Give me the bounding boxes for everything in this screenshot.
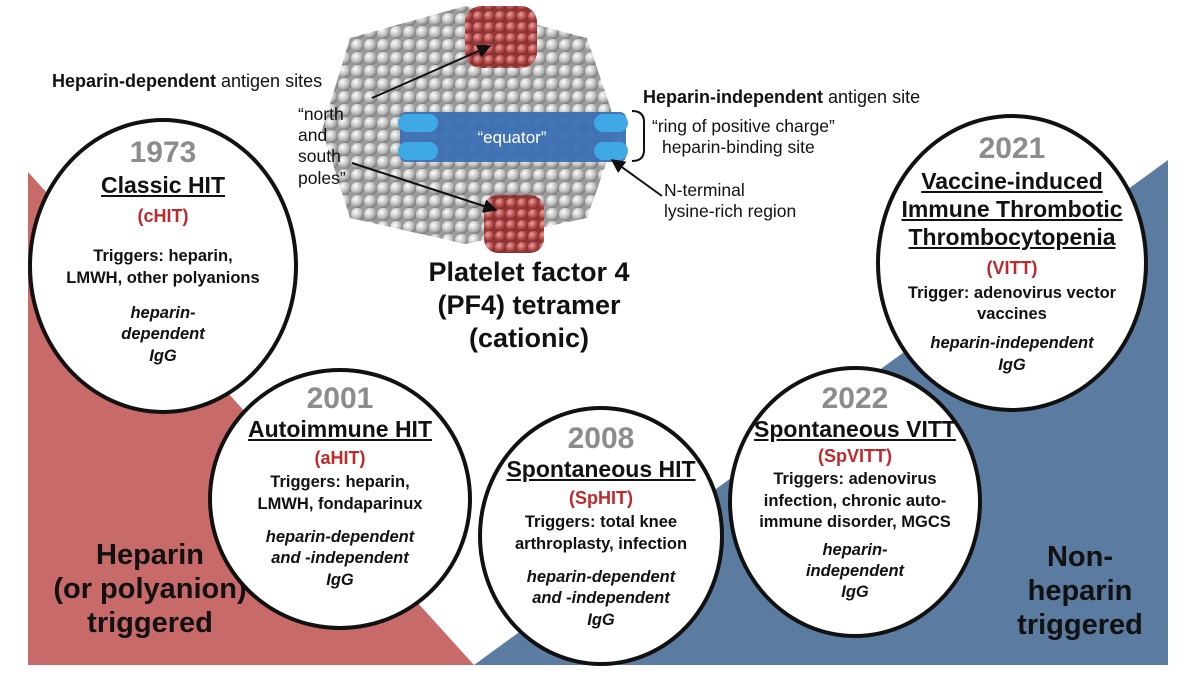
igg-type: heparin- dependent IgG — [121, 304, 205, 365]
year-label: 1973 — [129, 136, 197, 169]
site-right-top — [594, 114, 628, 132]
igg-type: heparin-dependent and -independent IgG — [526, 568, 676, 629]
igg-type: heparin-independent IgG — [930, 334, 1094, 374]
disease-title: Vaccine-induced Immune Thrombotic Thromb… — [901, 168, 1123, 251]
igg-type: heparin-dependent and -independent IgG — [265, 528, 415, 589]
vitt-circle: 2021 Vaccine-induced Immune Thrombotic T… — [876, 114, 1148, 412]
disease-abbreviation: (aHIT) — [314, 448, 366, 469]
year-label: 2001 — [306, 382, 374, 415]
ring-bracket — [631, 110, 645, 162]
disease-abbreviation: (SpVITT) — [818, 446, 892, 467]
spontaneous-vitt-circle: 2022 Spontaneous VITT (SpVITT) Triggers:… — [728, 366, 982, 638]
disease-title: Autoimmune HIT — [248, 416, 432, 442]
equator-label: “equator” — [478, 128, 547, 147]
disease-abbreviation: (cHIT) — [137, 206, 189, 227]
disease-title: Spontaneous VITT — [754, 416, 956, 442]
disease-abbreviation: (VITT) — [986, 258, 1038, 279]
disease-abbreviation: (SpHIT) — [569, 488, 633, 509]
site-right-bottom — [594, 142, 628, 160]
year-label: 2022 — [821, 382, 889, 415]
poles-label: “north and south poles” — [298, 104, 346, 188]
pf4-tetramer: “equator” — [322, 6, 628, 253]
trigger-text: Triggers: total knee arthroplasty, infec… — [514, 513, 688, 553]
year-label: 2021 — [978, 132, 1046, 165]
arrow-to-south-pole — [351, 162, 498, 213]
year-label: 2008 — [567, 422, 635, 455]
heparin-triggered-label: Heparin (or polyanion) triggered — [53, 539, 247, 640]
site-left-top — [398, 114, 438, 132]
trigger-text: Trigger: adenovirus vector vaccines — [907, 283, 1117, 323]
trigger-text: Triggers: heparin, LMWH, other polyanion… — [66, 247, 260, 287]
trigger-text: Triggers: heparin, LMWH, fondaparinux — [257, 473, 423, 513]
equator-band — [400, 112, 626, 162]
arrow-to-north-pole — [371, 44, 492, 99]
n-terminal-label: N-terminal lysine-rich region — [664, 180, 797, 222]
igg-type: heparin- independent IgG — [805, 540, 905, 601]
heparin-dependent-sites-label: Heparin-dependent antigen sites — [52, 71, 323, 91]
heparin-independent-site-label: Heparin-independent antigen site — [643, 87, 921, 107]
south-pole-site — [484, 195, 544, 253]
autoimmune-hit-circle: 2001 Autoimmune HIT (aHIT) Triggers: hep… — [208, 368, 472, 630]
north-pole-site — [465, 6, 537, 68]
disease-title: Spontaneous HIT — [506, 456, 696, 482]
site-left-bottom — [398, 142, 438, 160]
pf4-title: Platelet factor 4 (PF4) tetramer (cation… — [428, 257, 630, 353]
disease-title: Classic HIT — [101, 172, 225, 198]
trigger-text: Triggers: adenovirus infection, chronic … — [759, 470, 951, 532]
ring-charge-label: “ring of positive charge” heparin-bindin… — [652, 116, 835, 157]
pointer-arrows — [351, 44, 663, 213]
spontaneous-hit-circle: 2008 Spontaneous HIT (SpHIT) Triggers: t… — [478, 406, 724, 666]
nonheparin-triggered-label: Non- heparin triggered — [1017, 541, 1143, 642]
classic-hit-circle: 1973 Classic HIT (cHIT) Triggers: hepari… — [28, 118, 298, 414]
arrow-to-lysine-region — [610, 159, 663, 197]
